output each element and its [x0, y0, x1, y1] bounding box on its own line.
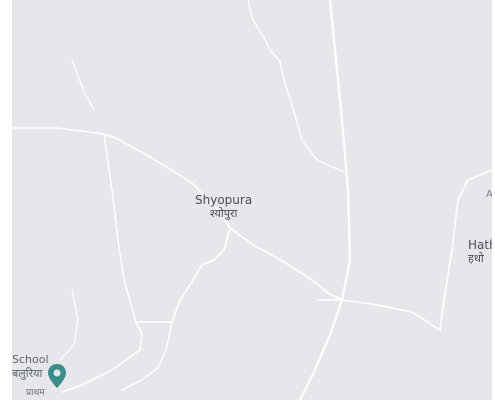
poi-name-local-2: प्राथम	[26, 388, 45, 398]
road-west-east	[12, 127, 492, 331]
road-main-north-south	[298, 0, 352, 400]
place-label-shyopura[interactable]: Shyopura श्योपुरा	[195, 193, 252, 221]
road-far-west	[59, 289, 79, 361]
place-name: Hath	[468, 238, 492, 252]
road-network	[12, 0, 492, 400]
edge-label-fragment: A	[486, 189, 492, 200]
poi-name: School	[12, 353, 49, 366]
poi-name-local: बलुरिया	[12, 367, 43, 380]
road-west-vertical	[61, 133, 143, 393]
place-name-local: श्योपुरा	[209, 207, 238, 220]
road-south-west	[135, 227, 231, 323]
place-name: Shyopura	[195, 193, 253, 207]
road-east-south	[317, 292, 343, 301]
road-south-connector	[121, 321, 173, 391]
map-canvas[interactable]: Shyopura श्योपुरा Hath हथो A School बलुर…	[12, 0, 492, 400]
place-label-hath[interactable]: Hath हथो	[468, 238, 492, 266]
road-north-branch	[247, 0, 345, 173]
place-name-local: हथो	[468, 252, 484, 265]
poi-label-school[interactable]: School बलुरिया	[12, 353, 49, 381]
school-pin-icon[interactable]	[47, 363, 67, 389]
road-north-west	[71, 59, 95, 111]
